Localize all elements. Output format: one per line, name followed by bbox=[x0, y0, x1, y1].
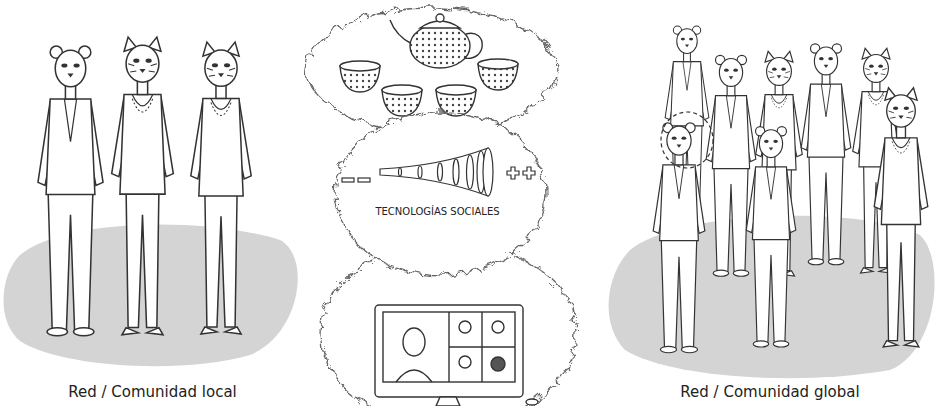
video-face bbox=[492, 321, 504, 333]
video-face bbox=[491, 357, 505, 371]
tea-set bbox=[340, 14, 518, 116]
teapot-spout bbox=[390, 20, 412, 44]
funnel-ring bbox=[467, 155, 474, 189]
node-label: Red / Comunidad local bbox=[0, 383, 305, 401]
computer-mouse bbox=[526, 399, 538, 405]
masked-person bbox=[112, 37, 174, 335]
masked-person bbox=[191, 42, 251, 334]
monitor-frame bbox=[375, 305, 523, 397]
plus-symbol bbox=[523, 167, 535, 179]
dashed-highlight bbox=[661, 112, 713, 168]
funnel-ring bbox=[418, 166, 422, 178]
community-blob-outline bbox=[0, 215, 305, 406]
community-blob: Red / Comunidad local bbox=[0, 215, 305, 406]
node-label: Red / Comunidad global bbox=[600, 383, 940, 401]
masked-person bbox=[665, 26, 709, 221]
tea-cup-rim bbox=[382, 85, 422, 95]
video-face bbox=[459, 356, 471, 368]
masked-person bbox=[756, 51, 803, 276]
tea-cup-rim bbox=[340, 61, 380, 71]
funnel-mouth bbox=[483, 148, 493, 196]
computer-monitor bbox=[375, 305, 538, 406]
monitor-screen bbox=[383, 312, 515, 382]
plus-symbol bbox=[507, 167, 519, 179]
monitor-stand bbox=[436, 397, 460, 406]
funnel-horn bbox=[380, 148, 488, 196]
video-face bbox=[459, 321, 471, 333]
cloud-fill bbox=[332, 108, 542, 272]
minus-symbol bbox=[358, 178, 370, 182]
screen-divider bbox=[449, 346, 515, 347]
funnel-ring bbox=[399, 168, 402, 176]
video-body bbox=[396, 370, 432, 382]
masked-person bbox=[653, 123, 705, 353]
teapot-body bbox=[410, 24, 470, 68]
community-blob: Red / Comunidad global bbox=[600, 200, 940, 406]
node-label: TECNOLOGÍAS SOCIALES bbox=[325, 206, 550, 217]
video-face bbox=[403, 328, 425, 356]
thought-cloud-outline bbox=[325, 100, 550, 280]
masked-person bbox=[706, 55, 756, 276]
masked-person bbox=[38, 46, 103, 336]
funnel-ring bbox=[438, 163, 443, 181]
masked-person bbox=[874, 88, 928, 347]
masked-person bbox=[801, 44, 851, 265]
thought-cloud: TECNOLOGÍAS SOCIALES bbox=[325, 100, 550, 280]
community-blob-outline bbox=[600, 200, 940, 406]
masked-person bbox=[746, 127, 795, 347]
teapot-knob bbox=[436, 14, 444, 22]
funnel-ring bbox=[453, 159, 459, 185]
funnel-symbol bbox=[342, 148, 535, 196]
tea-cup-rim bbox=[436, 85, 476, 95]
minus-symbol bbox=[342, 178, 354, 182]
masked-person bbox=[853, 48, 900, 273]
tea-cup-rim bbox=[478, 59, 518, 69]
